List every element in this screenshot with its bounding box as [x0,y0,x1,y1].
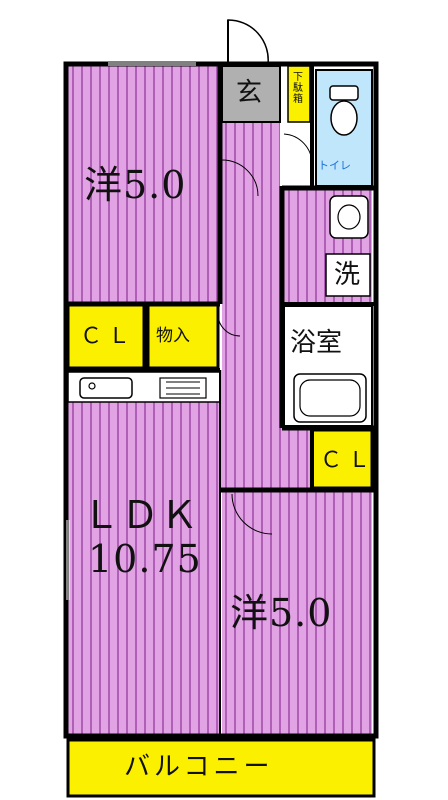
bathroom-label: 浴室 [290,328,343,358]
balcony-label: バルコニー [124,752,274,782]
walls [63,61,379,739]
storage-label: 物入 [156,326,190,346]
room-label-ldk: ＬＤＫ [82,493,200,537]
toilet-tank [329,85,359,101]
entry-door-swing [227,19,269,65]
room-label-western-bottom: 洋5.0 [230,591,333,635]
door-swing-western-top [221,159,259,197]
closet-label-right: ＣＬ [320,448,377,473]
shoe-box-label: 下駄箱 [293,72,303,105]
entrance-label: 玄 [236,78,263,108]
toilet-label: トイレ [318,159,351,172]
door-swing-western-bottom [231,493,273,535]
balcony [66,738,376,798]
room-label-western-top: 洋5.0 [84,163,187,207]
hallway [222,122,280,370]
western-room-top [68,66,218,302]
toilet-bowl [330,100,358,136]
washing-machine-space [325,253,371,297]
ldk-floor [68,402,220,734]
western-room-bottom [222,490,372,734]
closet-label-left: ＣＬ [80,324,137,349]
door-swing-storage [217,313,241,337]
washroom-label: 洗 [334,260,361,290]
kitchen-sink [79,377,133,399]
faucet [88,382,96,390]
door-swing-toilet [283,133,313,165]
room-size-ldk: 10.75 [88,537,202,581]
